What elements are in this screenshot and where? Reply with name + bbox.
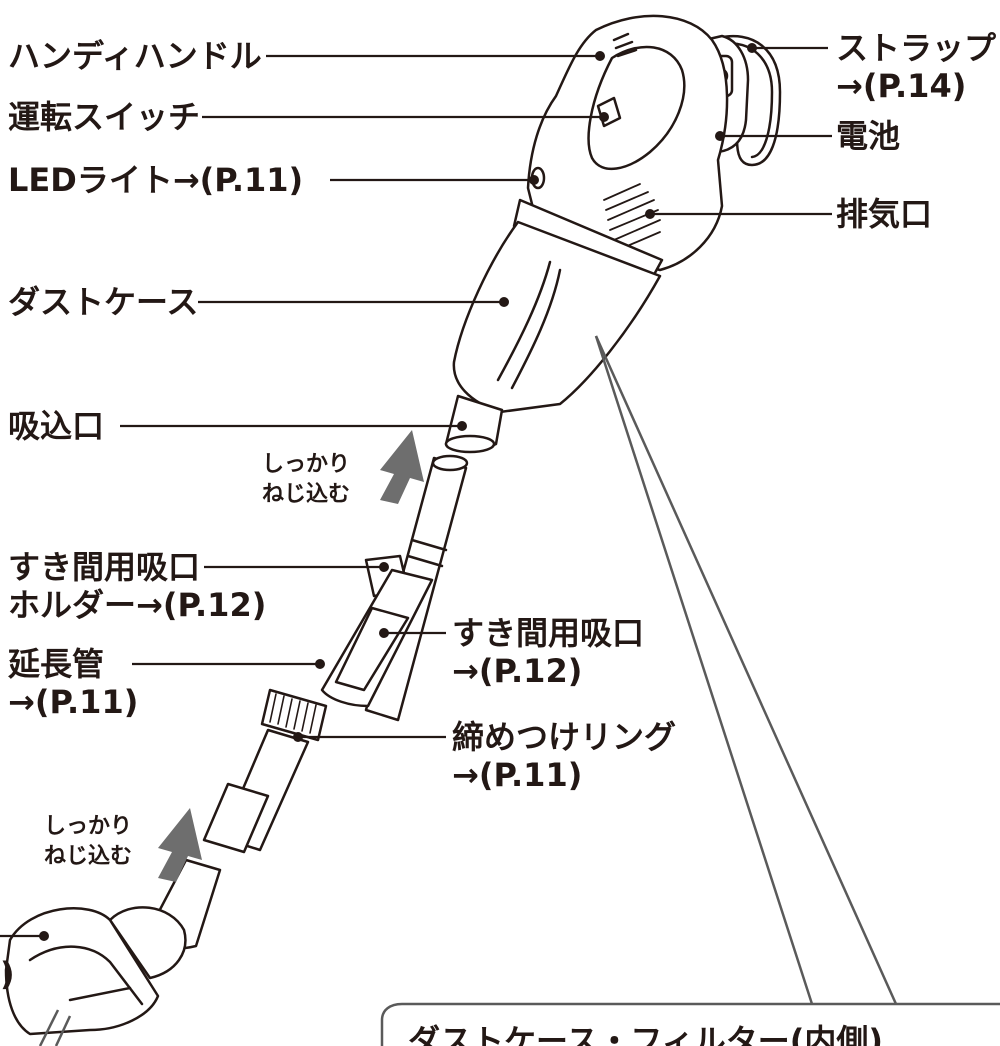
- label-dust-case: ダストケース: [8, 283, 198, 321]
- label-dust-case-text: ダストケース: [8, 283, 199, 321]
- label-gap-holder-line1: すき間用吸口: [8, 548, 201, 586]
- label-gap-nozzle-line2: →(P.12): [452, 652, 583, 690]
- dust-case-ridge: [496, 260, 552, 382]
- lower-pipe-sleeve: [202, 782, 270, 854]
- label-intake: 吸込口: [8, 407, 104, 445]
- label-exhaust: 排気口: [836, 195, 932, 233]
- label-gap-holder: すき間用吸口 ホルダー→(P.12): [8, 548, 266, 624]
- label-ext-pipe-line2: →(P.11): [8, 683, 139, 721]
- label-handy-handle-text: ハンディハンドル: [8, 37, 262, 75]
- label-battery: 電池: [836, 117, 900, 155]
- zoom-line-right: [594, 335, 898, 1005]
- label-ring-line1: 締めつけリング: [452, 718, 677, 756]
- label-led-light: LEDライト→(P.11): [8, 161, 303, 199]
- note-upper-line1: しっかり: [262, 452, 351, 477]
- screw-in-arrow-upper: [380, 430, 424, 504]
- label-exhaust-text: 排気口: [836, 195, 933, 233]
- label-ring-line2: →(P.11): [452, 756, 583, 794]
- note-screw-in-upper: しっかり ねじ込む: [262, 450, 350, 510]
- label-battery-text: 電池: [836, 117, 901, 155]
- strap-loop-inner: [722, 42, 774, 159]
- label-run-switch-text: 運転スイッチ: [8, 98, 201, 136]
- note-lower-line2: ねじ込む: [44, 844, 133, 869]
- label-ext-pipe: 延長管 →(P.11): [8, 645, 138, 721]
- tightening-ring-knurl: [269, 693, 317, 734]
- label-strap: ストラップ →(P.14): [836, 29, 996, 105]
- screw-in-arrow-lower: [158, 808, 202, 882]
- exhaust-grille: [603, 183, 661, 251]
- note-upper-line2: ねじ込む: [262, 482, 351, 507]
- pipe-top-end: [431, 454, 469, 472]
- label-strap-line2: →(P.14): [836, 67, 967, 105]
- floor-head-elbow: [108, 906, 187, 980]
- tightening-ring: [260, 688, 328, 742]
- pipe-joint: [406, 538, 448, 568]
- label-tightening-ring: 締めつけリング →(P.11): [452, 718, 676, 794]
- inset-panel: [380, 1002, 1000, 1046]
- label-intake-text: 吸込口: [8, 407, 105, 445]
- zoom-line-floor-b: [54, 1015, 72, 1046]
- intake-mouth: [444, 434, 496, 454]
- floor-head-stripe: [68, 986, 132, 1002]
- handle-top-vents: [612, 32, 638, 58]
- label-handy-handle: ハンディハンドル: [8, 37, 262, 75]
- dust-case-ridge-2: [510, 268, 562, 390]
- label-floor-head-partial: ): [0, 955, 15, 993]
- zoom-line-floor-a: [38, 1009, 60, 1046]
- label-gap-holder-line2: ホルダー→(P.12): [8, 586, 267, 624]
- label-ext-pipe-line1: 延長管: [8, 645, 105, 683]
- crevice-nozzle-face: [334, 606, 410, 692]
- floor-head-top: [28, 945, 144, 1006]
- label-gap-nozzle-line1: すき間用吸口: [452, 614, 645, 652]
- note-lower-line1: しっかり: [44, 814, 133, 839]
- note-screw-in-lower: しっかり ねじ込む: [44, 812, 132, 872]
- strap-loop: [716, 34, 782, 167]
- label-run-switch: 運転スイッチ: [8, 98, 200, 136]
- inset-title: ダストケース・フィルター(内側): [408, 1022, 884, 1046]
- label-gap-nozzle: すき間用吸口 →(P.12): [452, 614, 644, 690]
- label-led-light-text: LEDライト→(P.11): [8, 161, 304, 199]
- label-strap-line1: ストラップ: [836, 29, 997, 67]
- handle-grip-opening: [587, 45, 686, 171]
- label-floor-head-bracket: ): [0, 955, 15, 993]
- zoom-line-left: [594, 335, 814, 1005]
